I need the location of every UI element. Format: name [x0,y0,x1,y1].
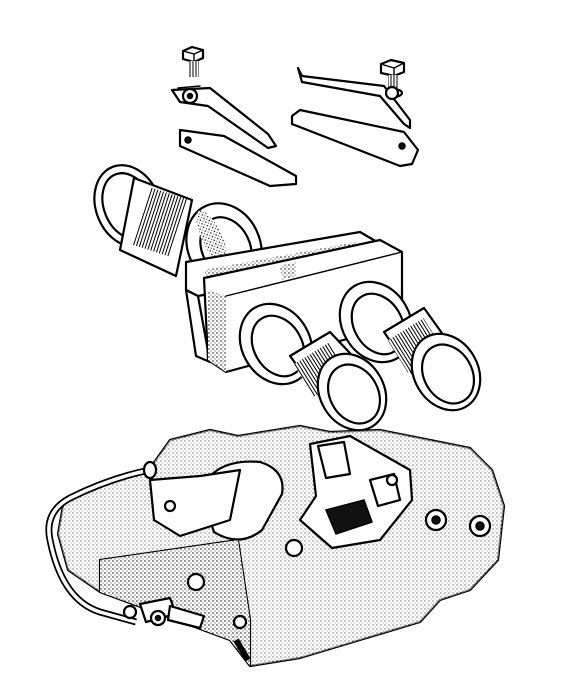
seal-ring-front-right [410,332,482,412]
bolt-left [181,45,205,77]
shim-left [178,128,298,188]
bridge-pipe [45,460,251,662]
lock-plate-right [296,66,412,130]
seal-ring-mid-left [238,302,314,386]
seal-ring-front-left [316,352,388,432]
lock-plate-left [170,85,278,150]
bleed-nipple [122,596,248,630]
caliper-body [56,424,506,668]
piston-left [118,176,194,278]
shim-right [290,108,420,168]
